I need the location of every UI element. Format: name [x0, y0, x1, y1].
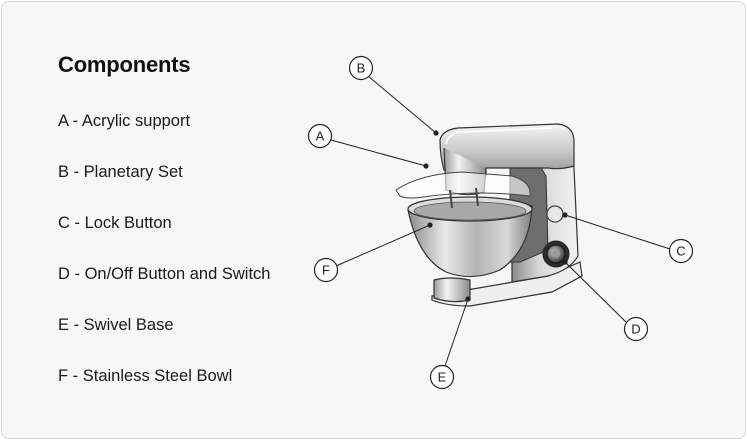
component-item-d: D - On/Off Button and Switch [58, 265, 271, 283]
component-item-c: C - Lock Button [58, 214, 172, 232]
stainless-steel-bowl [407, 187, 533, 278]
component-item-e: E - Swivel Base [58, 316, 174, 334]
mixer-head [439, 123, 575, 196]
svg-text:C: C [676, 244, 685, 259]
callout-c: C [668, 238, 694, 264]
leader-line-a [330, 139, 427, 167]
component-item-f: F - Stainless Steel Bowl [58, 367, 233, 385]
callout-e: E [429, 364, 455, 390]
callout-b: B [348, 55, 374, 81]
leader-dots [423, 130, 568, 302]
svg-text:B: B [357, 61, 366, 76]
page-title: Components [58, 52, 191, 77]
leader-line-e [444, 298, 469, 367]
svg-text:A: A [316, 129, 325, 144]
svg-text:E: E [438, 370, 447, 385]
lock-button [546, 205, 564, 223]
acrylic-support [395, 171, 531, 199]
callout-a: A [307, 123, 333, 149]
components-list: A - Acrylic support B - Planetary Set C … [58, 111, 270, 417]
component-item-b: B - Planetary Set [58, 163, 183, 181]
svg-text:D: D [631, 322, 640, 337]
on-off-knob [542, 240, 570, 268]
leader-lines [330, 75, 671, 367]
callout-d: D [623, 316, 649, 342]
svg-text:F: F [322, 263, 330, 278]
leader-line-c [564, 214, 671, 250]
callout-f: F [313, 257, 339, 283]
component-item-a: A - Acrylic support [58, 112, 191, 130]
leader-line-b [367, 75, 437, 134]
leader-line-f [335, 224, 431, 267]
mixer-base [431, 261, 583, 307]
leader-line-d [564, 261, 627, 323]
